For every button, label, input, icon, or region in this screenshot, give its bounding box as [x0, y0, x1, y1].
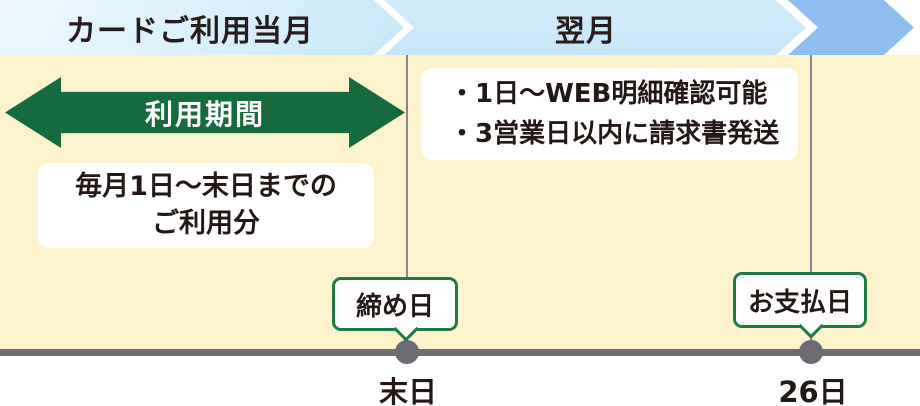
banner-segment-current-month-label: カードご利用当月	[66, 13, 314, 49]
closing-date-dot-icon	[395, 340, 419, 364]
closing-date-tick-label: 末日	[378, 375, 438, 406]
payment-date-tick-label: 26日	[778, 375, 848, 406]
closing-date-bubble: 締め日	[332, 277, 458, 342]
closing-date-connector-line	[406, 55, 408, 352]
billing-notes-box: ・1日〜WEB明細確認可能 ・3営業日以内に請求書発送	[421, 68, 798, 160]
usage-note-line1: 毎月1日〜末日までの	[75, 171, 337, 203]
billing-note-item: ・1日〜WEB明細確認可能	[449, 78, 768, 109]
banner-segment-current-month: カードご利用当月	[0, 0, 404, 55]
usage-note-box: 毎月1日〜末日までの ご利用分	[38, 163, 374, 248]
banner-segment-next-month-label: 翌月	[555, 13, 617, 49]
closing-date-bubble-label: 締め日	[355, 291, 434, 322]
timeline-axis	[0, 349, 920, 356]
payment-date-bubble: お支払日	[733, 272, 867, 339]
usage-note-line2: ご利用分	[152, 207, 260, 239]
payment-date-bubble-label: お支払日	[747, 287, 852, 318]
billing-note-item: ・3営業日以内に請求書発送	[449, 119, 780, 149]
payment-date-connector-line	[810, 55, 812, 352]
banner-segment-next-month: 翌月	[384, 0, 806, 55]
payment-date-dot-icon	[799, 340, 823, 364]
usage-period-label: 利用期間	[144, 97, 265, 131]
banner-segment-continuation-arrow-icon	[788, 0, 914, 55]
